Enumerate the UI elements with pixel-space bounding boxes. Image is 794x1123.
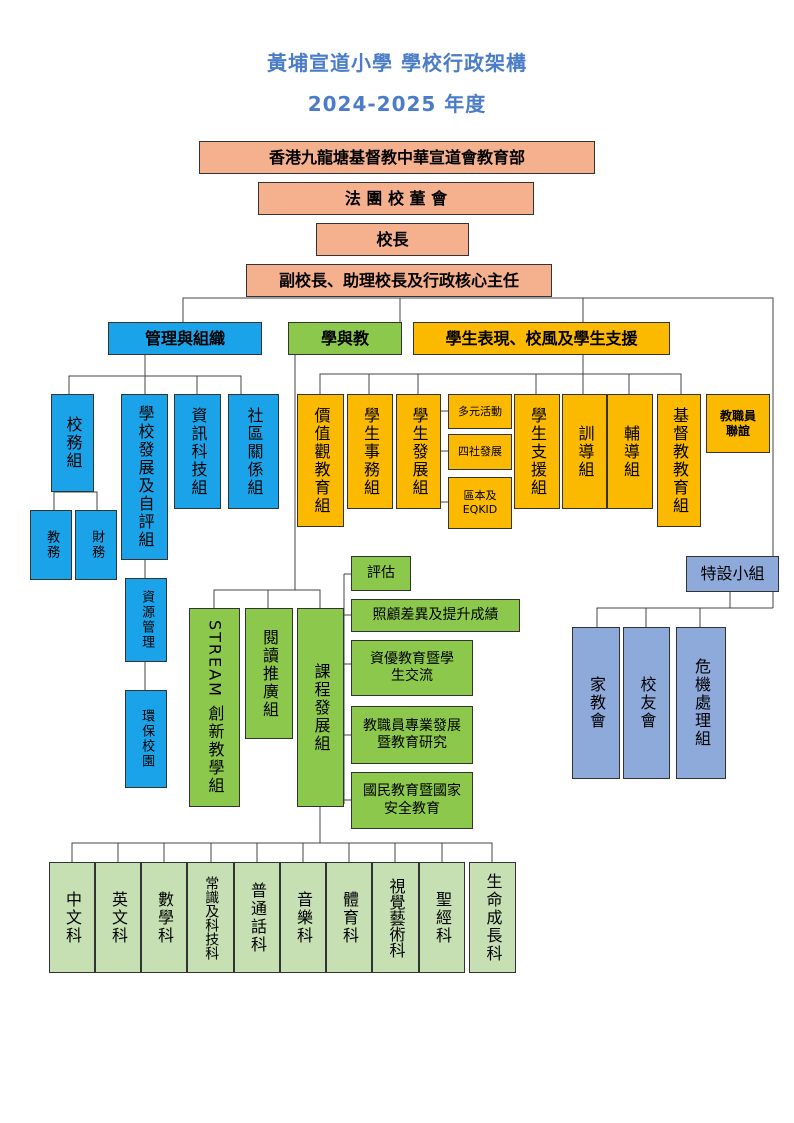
subject-music: 音樂科 [280, 862, 326, 973]
mgmt-eco-campus: 環保校園 [125, 690, 167, 788]
branch-management: 管理與組織 [108, 322, 262, 355]
learning-gifted: 資優教育暨學生交流 [351, 640, 473, 696]
student-affairs: 學生事務組 [347, 394, 393, 509]
student-four-houses: 四社發展 [448, 434, 512, 470]
special-groups: 特設小組 [686, 556, 779, 592]
branch-student: 學生表現、校風及學生支援 [413, 322, 670, 355]
learning-staff-dev: 教職員專業發展暨教育研究 [351, 706, 473, 764]
org-box-education-dept: 香港九龍塘基督教中華宣道會教育部 [199, 141, 595, 174]
mgmt-finance: 財務 [75, 510, 117, 580]
mgmt-it: 資訊科技組 [174, 394, 221, 509]
student-multi-activities: 多元活動 [448, 394, 512, 429]
student-values: 價值觀教育組 [297, 394, 344, 527]
org-box-board: 法 團 校 董 會 [258, 182, 534, 215]
subject-general-studies: 常識及科技科 [187, 862, 234, 973]
subject-chinese: 中文科 [49, 862, 95, 973]
student-discipline: 訓導組 [562, 394, 607, 509]
learning-curriculum: 課程發展組 [297, 608, 344, 807]
learning-diversity: 照顧差異及提升成績 [351, 599, 520, 632]
mgmt-school-affairs: 校務組 [51, 394, 94, 492]
subject-putonghua: 普通話科 [234, 862, 280, 973]
student-district-eqkid: 區本及 EQKID [448, 477, 512, 529]
learning-assessment: 評估 [351, 556, 411, 591]
mgmt-dev-eval: 學校發展及自評組 [121, 394, 168, 560]
learning-reading: 閱讀推廣組 [245, 608, 293, 739]
mgmt-teaching-affairs: 教務 [30, 510, 72, 580]
mgmt-community: 社區關係組 [228, 394, 279, 509]
subject-english: 英文科 [95, 862, 141, 973]
org-box-vice-principals: 副校長、助理校長及行政核心主任 [246, 264, 552, 297]
student-development: 學生發展組 [396, 394, 441, 509]
learning-national: 國民教育暨國家安全教育 [351, 772, 473, 829]
special-alumni: 校友會 [623, 627, 670, 779]
subject-life-education: 生命成長科 [469, 862, 516, 973]
special-crisis: 危機處理組 [676, 627, 726, 779]
subject-bible: 聖經科 [419, 862, 465, 973]
page-subtitle-year: 2024-2025 年度 [307, 92, 487, 116]
branch-learning: 學與教 [288, 322, 402, 355]
student-christian: 基督教教育組 [657, 394, 701, 527]
student-support: 學生支援組 [514, 394, 560, 509]
learning-stream: STREAM 創新教學組 [189, 608, 240, 807]
subject-visual-arts: 視覺藝術科 [372, 862, 419, 973]
subject-maths: 數學科 [141, 862, 187, 973]
special-pta: 家教會 [572, 627, 620, 779]
student-staff-club: 教職員聯誼 [706, 394, 770, 453]
org-box-principal: 校長 [316, 223, 469, 256]
mgmt-resources: 資源管理 [125, 578, 167, 662]
subject-pe: 體育科 [326, 862, 372, 973]
page-title: 黃埔宣道小學 學校行政架構 [267, 51, 527, 75]
student-counselling: 輔導組 [607, 394, 653, 509]
